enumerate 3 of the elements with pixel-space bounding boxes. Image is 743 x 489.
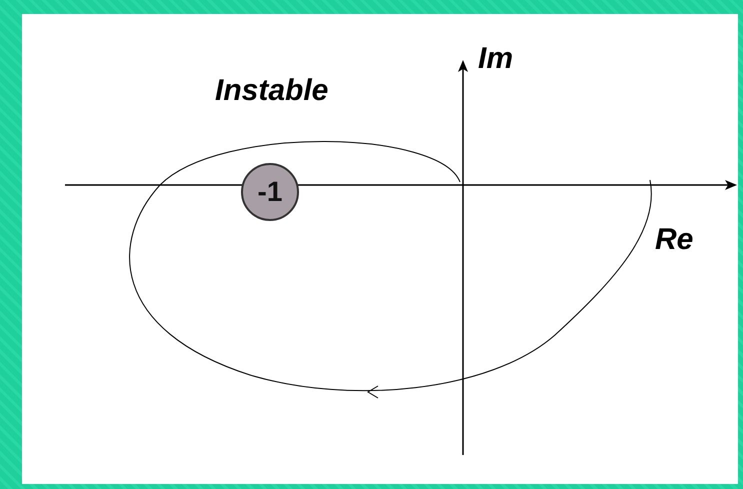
axis-label: Im xyxy=(478,44,514,74)
region-label: Instable xyxy=(215,76,328,106)
axis-label: Re xyxy=(655,225,694,255)
